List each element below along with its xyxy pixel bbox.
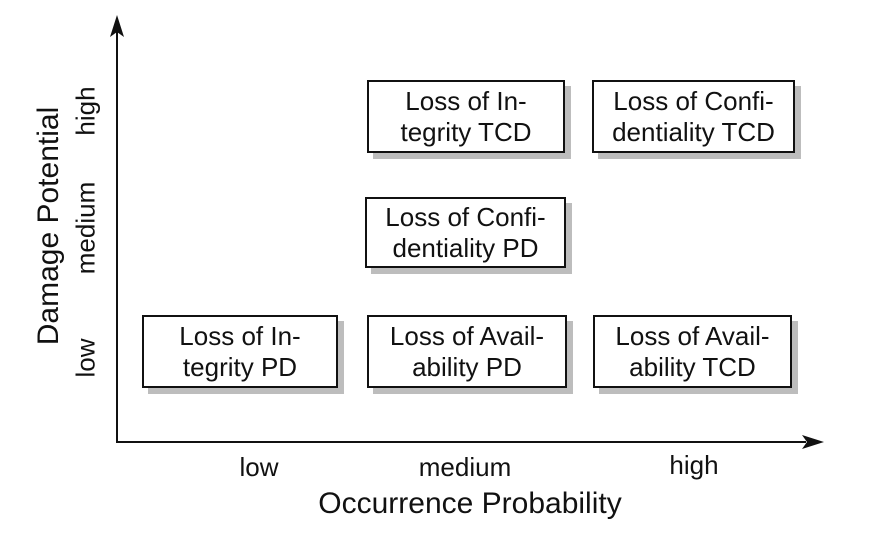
x-tick-high: high [669, 450, 719, 480]
x-axis-arrowhead-icon [802, 435, 824, 449]
y-axis-title: Damage Potential [32, 106, 65, 346]
x-tick-medium: medium [418, 452, 512, 482]
y-tick-medium: medium [70, 181, 101, 275]
y-axis-arrowhead-icon [110, 15, 124, 37]
y-tick-high: high [70, 86, 101, 136]
y-tick-low: low [70, 338, 101, 378]
box-loss-of-availability-tcd: Loss of Avail- ability TCD [593, 315, 792, 388]
box-loss-of-availability-pd: Loss of Avail- ability PD [367, 315, 567, 388]
x-axis-title: Occurrence Probability [318, 487, 622, 520]
box-loss-of-confidentiality-tcd: Loss of Confi- dentiality TCD [592, 80, 795, 153]
x-tick-low: low [239, 452, 279, 482]
box-loss-of-confidentiality-pd: Loss of Confi- dentiality PD [365, 197, 566, 268]
box-loss-of-integrity-pd: Loss of In- tegrity PD [142, 315, 338, 388]
box-loss-of-integrity-tcd: Loss of In- tegrity TCD [367, 80, 565, 153]
